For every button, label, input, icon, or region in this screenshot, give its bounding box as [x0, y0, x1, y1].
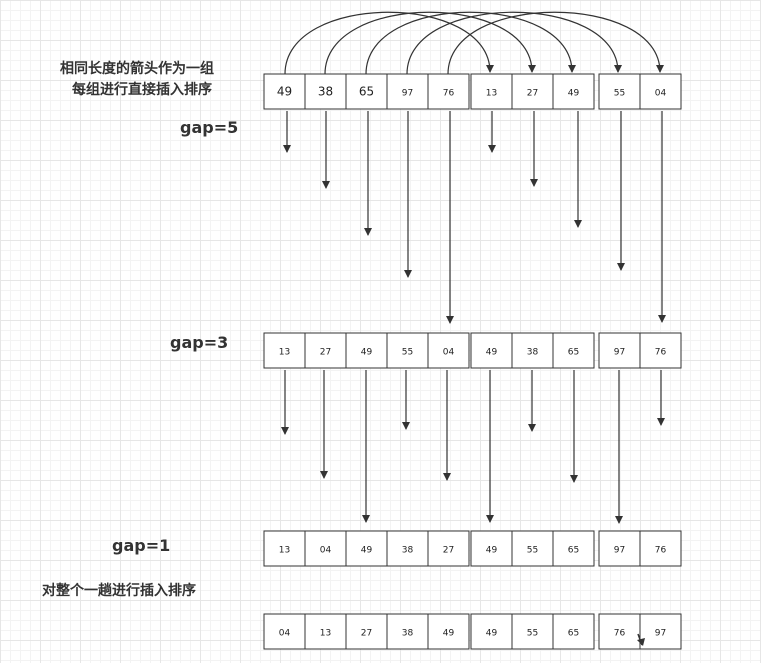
array-cell [639, 530, 682, 567]
array-cell [511, 73, 554, 110]
array-cell [427, 73, 470, 110]
array-cell [598, 332, 641, 369]
cell-value: 04 [279, 629, 291, 639]
group-connector-curve [324, 11, 536, 75]
array-cell [386, 332, 429, 369]
cell-value: 49 [443, 629, 455, 639]
group-connector-curve [365, 11, 576, 75]
array-cell [470, 332, 513, 369]
cell-value: 55 [527, 629, 538, 639]
array-row-after-gap3: 13 04 49 38 27 49 55 65 97 76 [263, 530, 682, 567]
cell-value: 76 [614, 629, 626, 639]
cell-value: 65 [568, 348, 579, 358]
array-cell [427, 332, 470, 369]
cell-value: 49 [277, 85, 292, 99]
final-pass-note: 对整个一趟进行插入排序 [42, 582, 196, 599]
swap-tick-head [637, 638, 645, 646]
array-cell [511, 530, 554, 567]
array-cell [552, 613, 595, 650]
array-cell [552, 332, 595, 369]
gap5-insertion-arrows [283, 111, 666, 324]
cell-value: 13 [320, 629, 331, 639]
cell-value: 76 [443, 89, 455, 99]
cell-value: 13 [279, 546, 290, 556]
array-cell [511, 613, 554, 650]
cell-value: 65 [568, 629, 579, 639]
array-cell [552, 530, 595, 567]
cell-value: 27 [361, 629, 372, 639]
array-cell [639, 613, 682, 650]
array-cell [427, 613, 470, 650]
cell-value: 49 [361, 546, 373, 556]
cell-value: 97 [402, 89, 413, 99]
array-cell [552, 73, 595, 110]
cell-value: 13 [486, 89, 497, 99]
group-note-line2: 每组进行直接插入排序 [72, 81, 212, 98]
group-connector-curve [406, 11, 622, 75]
cell-value: 38 [402, 629, 414, 639]
array-cell [427, 530, 470, 567]
array-cell [263, 530, 306, 567]
cell-value: 55 [527, 546, 538, 556]
array-cell [598, 530, 641, 567]
cell-value: 13 [279, 348, 290, 358]
cell-value: 27 [527, 89, 538, 99]
array-cell [345, 332, 388, 369]
gap3-insertion-arrows [281, 370, 665, 524]
cell-value: 55 [402, 348, 413, 358]
group-connector-curve [447, 11, 664, 75]
array-row-initial: 49 38 65 97 76 13 27 49 55 04 [263, 73, 682, 110]
cell-value: 27 [443, 546, 454, 556]
array-cell [263, 73, 306, 110]
cell-value: 49 [361, 348, 373, 358]
array-cell [470, 73, 513, 110]
cell-value: 49 [568, 89, 580, 99]
array-cell [639, 73, 682, 110]
cell-value: 65 [359, 85, 374, 99]
group-connector-curve [284, 11, 494, 75]
array-cell [511, 332, 554, 369]
cell-value: 04 [443, 348, 455, 358]
cell-value: 76 [655, 348, 667, 358]
array-cell [304, 332, 347, 369]
cell-value: 97 [614, 348, 625, 358]
cell-value: 97 [655, 629, 666, 639]
gap5-group-connectors [284, 11, 664, 75]
cell-value: 38 [527, 348, 539, 358]
cell-value: 04 [320, 546, 332, 556]
array-cell [304, 73, 347, 110]
array-cell [345, 530, 388, 567]
array-cell [263, 613, 306, 650]
array-cell [639, 332, 682, 369]
cell-value: 38 [402, 546, 414, 556]
group-note-line1: 相同长度的箭头作为一组 [60, 60, 214, 77]
array-cell [304, 530, 347, 567]
cell-value: 76 [655, 546, 667, 556]
cell-value: 49 [486, 348, 498, 358]
cell-value: 04 [655, 89, 667, 99]
cell-value: 49 [486, 629, 498, 639]
cell-value: 97 [614, 546, 625, 556]
array-cell [470, 613, 513, 650]
array-cell [386, 613, 429, 650]
gap5-label: gap=5 [180, 118, 238, 137]
cell-value: 55 [614, 89, 625, 99]
array-cell [598, 73, 641, 110]
final-swap-mark [637, 633, 645, 646]
cell-value: 27 [320, 348, 331, 358]
array-row-sorted: 04 13 27 38 49 49 55 65 76 97 [263, 613, 682, 650]
gap1-label: gap=1 [112, 536, 170, 555]
gap3-label: gap=3 [170, 333, 228, 352]
cell-value: 49 [486, 546, 498, 556]
cell-value: 38 [318, 85, 333, 99]
array-row-after-gap5: 13 27 49 55 04 49 38 65 97 76 [263, 332, 682, 369]
cell-value: 65 [568, 546, 579, 556]
